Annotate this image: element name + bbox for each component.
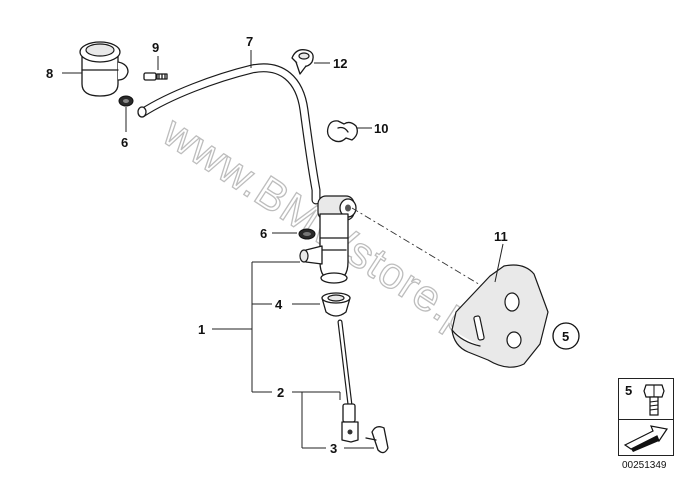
- callout-1: 1: [198, 322, 205, 337]
- hose: [137, 63, 321, 205]
- push-rod: [337, 319, 359, 443]
- callout-12: 12: [333, 56, 347, 71]
- callout-5: 5: [562, 329, 569, 344]
- callout-7: 7: [246, 34, 253, 49]
- bracket-plate: [451, 264, 549, 368]
- clip: [291, 49, 314, 75]
- callout-8: 8: [46, 66, 53, 81]
- callout-11: 11: [494, 229, 508, 244]
- hose-clamp-lower: [298, 228, 316, 240]
- legend-divider: [619, 419, 673, 420]
- dust-boot: [321, 292, 351, 317]
- legend-number: 5: [625, 383, 633, 398]
- master-cylinder: [299, 195, 357, 284]
- callout-bracket-2: [292, 391, 341, 449]
- callout-10: 10: [374, 121, 388, 136]
- retaining-clip: [365, 426, 389, 454]
- callout-2: 2: [277, 385, 284, 400]
- reservoir: [79, 41, 129, 97]
- callout-bracket-1: [212, 261, 300, 393]
- callout-3: 3: [330, 441, 337, 456]
- arrow-right-icon: [623, 423, 671, 458]
- screw: [143, 72, 168, 81]
- diagram-code: 00251349: [622, 460, 667, 471]
- hose-clamp-upper: [118, 95, 134, 107]
- callout-6-upper: 6: [121, 135, 128, 150]
- callout-9: 9: [152, 40, 159, 55]
- legend-box: 5: [618, 378, 674, 456]
- callout-6-lower: 6: [260, 226, 267, 241]
- callout-4: 4: [275, 297, 283, 312]
- hose-holder: [326, 120, 358, 143]
- callout-5-circle: [552, 322, 580, 350]
- bolt-icon: [641, 383, 667, 422]
